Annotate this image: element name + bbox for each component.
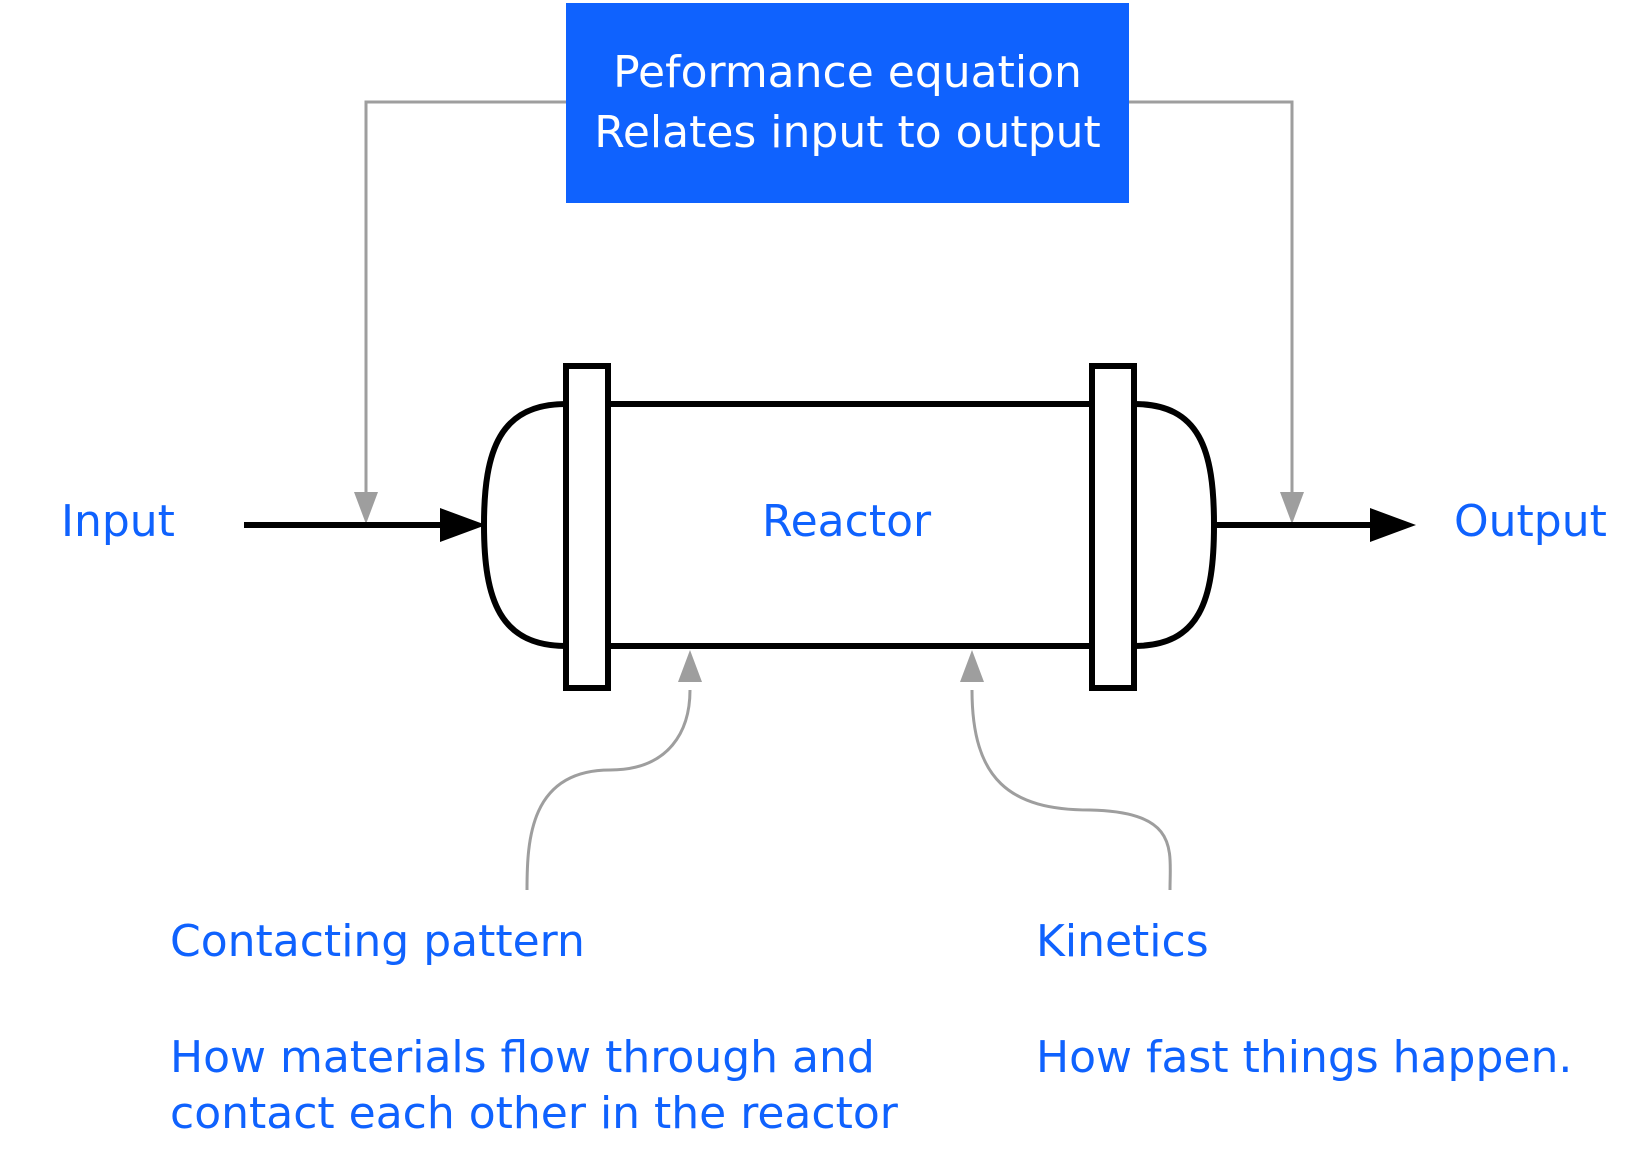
perf-to-input-arrowhead [354,492,378,524]
perf-to-input-connector [364,100,566,495]
perf-to-output-arrowhead [1280,492,1304,524]
contacting-pattern-description: How materials flow through and contact e… [170,1030,898,1142]
contacting-connector [525,689,692,891]
input-label: Input [61,496,175,547]
performance-subtitle: Relates input to output [594,107,1101,158]
reactor-label: Reactor [762,496,932,547]
performance-title: Peformance equation [613,47,1082,98]
contacting-desc-line-1: How materials flow through and [170,1032,875,1083]
contacting-pattern-title: Contacting pattern [170,916,585,967]
output-arrowhead [1370,508,1416,542]
reactor-left-flange [563,363,611,691]
input-arrowhead [440,508,486,542]
reactor-right-flange [1089,363,1137,691]
reactor-right-cap [1133,401,1218,649]
reactor-left-cap [480,401,567,649]
kinetics-title: Kinetics [1036,916,1209,967]
kinetics-description: How fast things happen. [1036,1032,1573,1083]
perf-to-output-connector [1129,100,1294,495]
contacting-arrowhead [678,650,702,682]
kinetics-arrowhead [960,650,984,682]
output-label: Output [1454,496,1607,547]
kinetics-connector [970,689,1172,891]
contacting-desc-line-2: contact each other in the reactor [170,1088,898,1139]
performance-equation-box: Peformance equation Relates input to out… [566,3,1129,203]
